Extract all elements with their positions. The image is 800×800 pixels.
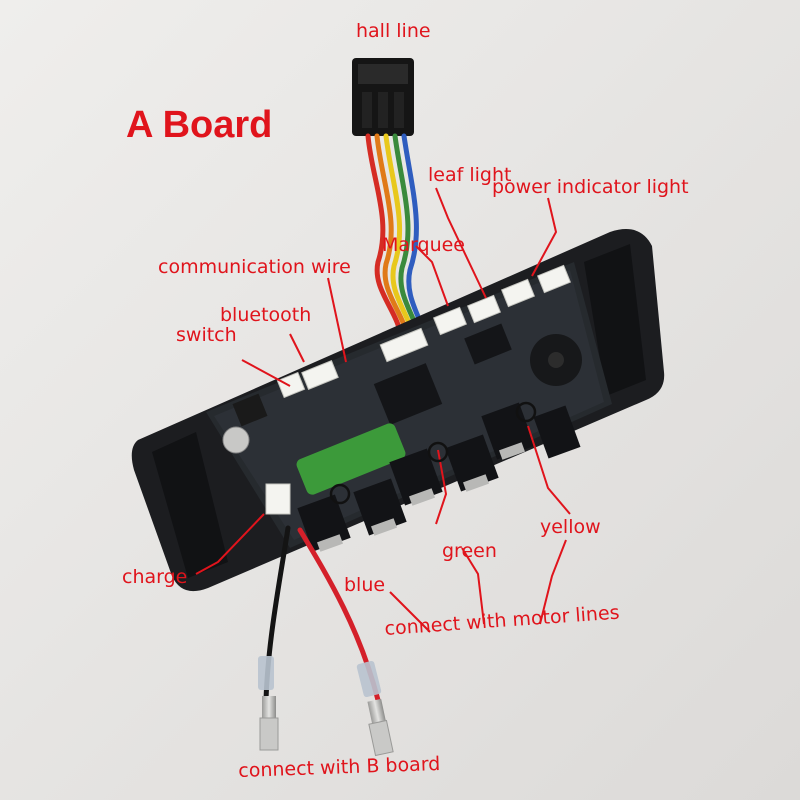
top-connectors — [276, 264, 572, 399]
label-hall-line: hall line — [356, 20, 431, 42]
connector-plug-icon — [352, 58, 414, 136]
buzzer-icon — [530, 334, 582, 386]
board-title: A Board — [126, 104, 273, 146]
label-yellow: yellow — [540, 516, 601, 538]
label-charge: charge — [122, 566, 188, 588]
label-communication-wire: communication wire — [158, 256, 351, 278]
wire-sleeves — [258, 656, 382, 698]
label-switch: switch — [176, 324, 237, 346]
spade-terminal-icon — [259, 696, 394, 757]
label-power-indicator-light: power indicator light — [492, 176, 689, 198]
marker-circles — [329, 401, 537, 505]
label-bluetooth: bluetooth — [220, 304, 312, 326]
label-green: green — [442, 540, 497, 562]
electrolytic-cap — [222, 426, 250, 454]
chips — [232, 323, 512, 427]
leader-lines — [195, 187, 571, 633]
capacitor — [296, 423, 406, 495]
label-marquee: Marquee — [382, 234, 465, 256]
hall-wires — [365, 133, 429, 343]
label-leaf-light: leaf light — [428, 164, 512, 186]
charge-connector — [265, 483, 291, 515]
label-blue: blue — [344, 574, 386, 596]
mosfet-tabs — [317, 442, 525, 552]
